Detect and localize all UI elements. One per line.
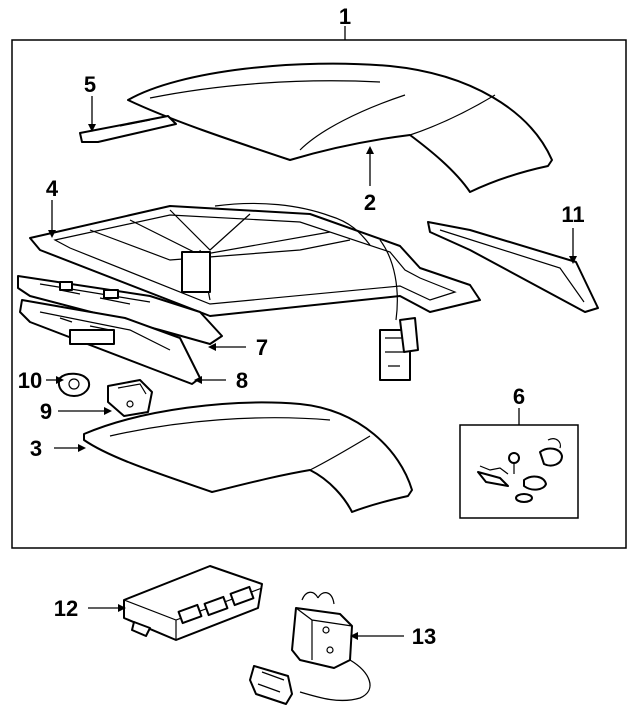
retainer-strip-part-5 bbox=[79, 115, 177, 143]
callout-10: 10 bbox=[18, 368, 42, 393]
callout-4: 4 bbox=[46, 176, 59, 201]
top-cover-part-2 bbox=[127, 62, 553, 193]
callout-12: 12 bbox=[54, 596, 78, 621]
callout-8: 8 bbox=[236, 368, 248, 393]
callout-11: 11 bbox=[561, 202, 584, 227]
callout-6: 6 bbox=[513, 384, 525, 409]
assembly-frame-box bbox=[11, 39, 627, 549]
callout-3: 3 bbox=[30, 436, 42, 461]
rail-part-7 bbox=[17, 275, 223, 345]
control-module-part-12 bbox=[123, 565, 263, 641]
callout-1: 1 bbox=[339, 4, 351, 29]
sensor-module-part-13 bbox=[249, 591, 371, 705]
hardware-kit-part-6 bbox=[477, 438, 563, 503]
clip-part-10 bbox=[58, 372, 90, 397]
lower-rail-part-8 bbox=[19, 299, 201, 385]
leader-lines bbox=[46, 96, 577, 640]
top-cover-part-3 bbox=[83, 401, 413, 513]
callout-5: 5 bbox=[84, 72, 96, 97]
bracket-part-9 bbox=[107, 379, 153, 417]
callout-2: 2 bbox=[364, 190, 376, 215]
top-frame-part-4 bbox=[29, 202, 481, 381]
trim-strip-part-11 bbox=[427, 221, 599, 313]
callout-13: 13 bbox=[412, 624, 436, 649]
callout-7: 7 bbox=[256, 335, 268, 360]
callout-9: 9 bbox=[40, 399, 52, 424]
